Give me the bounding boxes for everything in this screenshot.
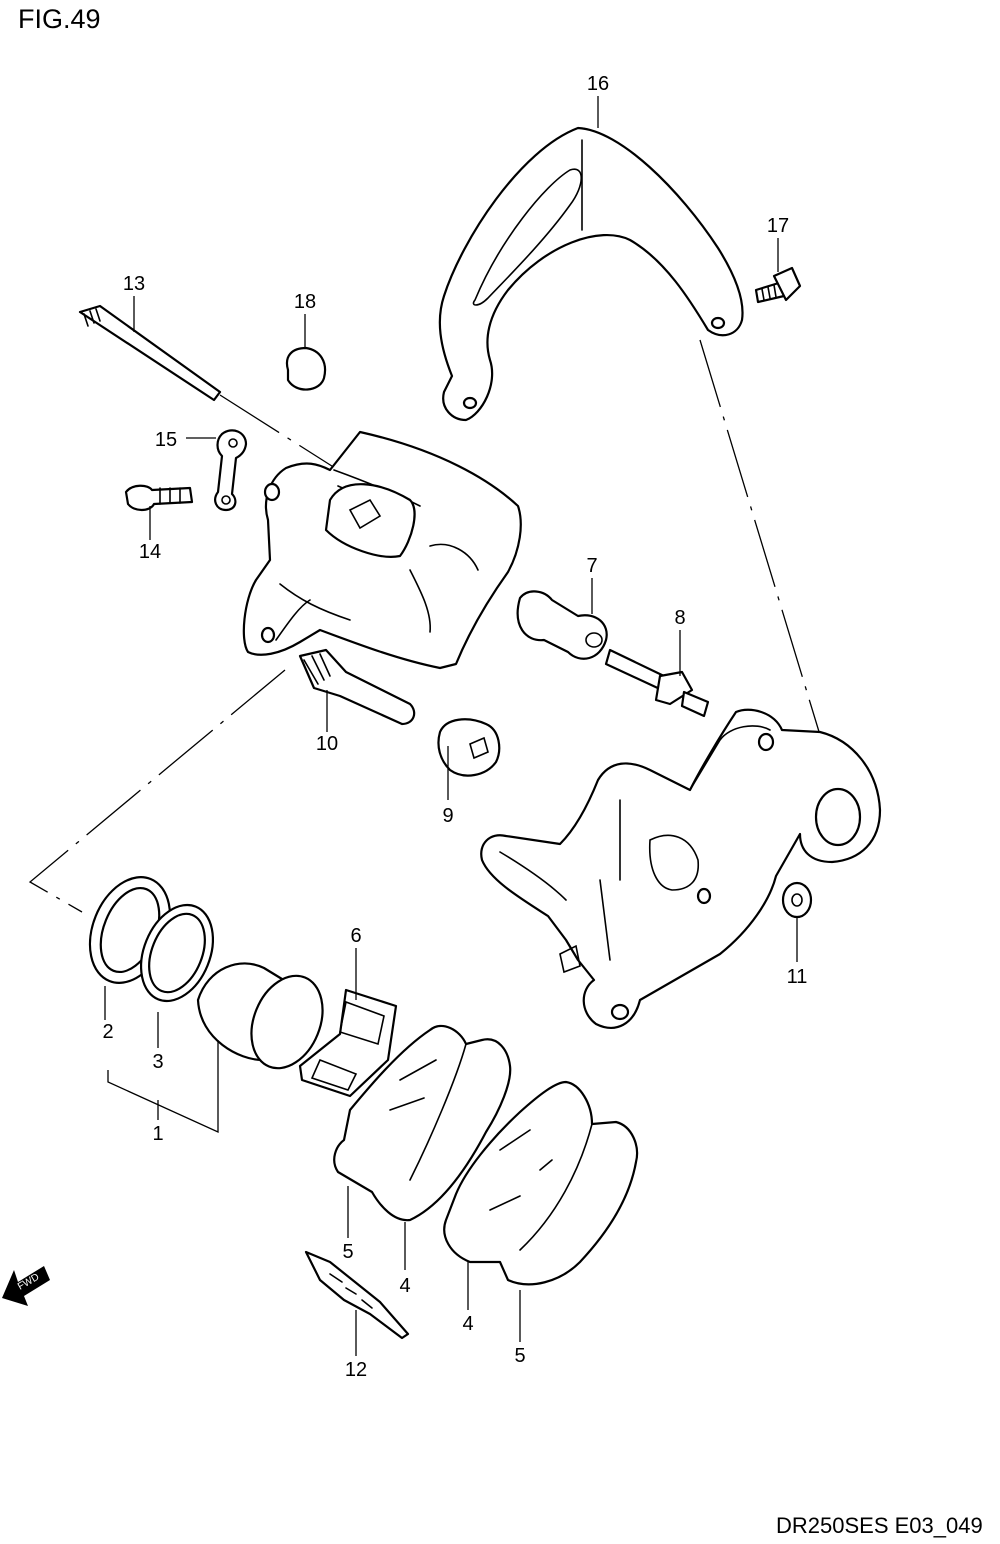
callout-5a: 5 [342, 1241, 353, 1263]
figure-code: DR250SES E03_049 [776, 1513, 983, 1538]
caliper-body [242, 430, 522, 670]
callout-13: 13 [123, 273, 145, 295]
callout-10: 10 [316, 733, 338, 755]
callouts: 16 17 13 18 15 14 7 8 10 9 11 6 2 3 1 5 … [102, 73, 807, 1381]
callout-12: 12 [345, 1359, 367, 1381]
part-13-pin [78, 304, 222, 402]
callout-3: 3 [152, 1051, 163, 1073]
callout-11: 11 [787, 966, 808, 988]
callout-4b: 4 [462, 1313, 473, 1335]
part-7-sleeve [516, 590, 608, 660]
figure-title: FIG.49 [18, 4, 101, 34]
callout-15: 15 [155, 429, 177, 451]
part-14-bleeder-valve [124, 484, 194, 512]
callout-9: 9 [442, 805, 453, 827]
part-9-boot [437, 718, 501, 777]
part-15-clip [214, 429, 248, 512]
pad-set-outer [443, 1080, 639, 1286]
part-8-bolt [604, 648, 710, 718]
callout-14: 14 [139, 541, 161, 563]
part-12-spring [304, 1250, 410, 1340]
part-16-bracket [438, 126, 744, 422]
callout-17: 17 [767, 215, 789, 237]
fwd-arrow-icon: FWD [2, 1266, 50, 1306]
callout-2: 2 [102, 1021, 113, 1043]
callout-1: 1 [152, 1123, 163, 1145]
part-6-shim [298, 988, 398, 1098]
callout-5b: 5 [514, 1345, 525, 1367]
callout-7: 7 [586, 555, 597, 577]
callout-4a: 4 [399, 1275, 410, 1297]
leader-lines [104, 96, 798, 1356]
part-10-slide-pin [298, 648, 416, 726]
part-1-piston [196, 962, 324, 1070]
callout-18: 18 [294, 291, 316, 313]
pad-set-inner [333, 1024, 512, 1222]
callout-16: 16 [587, 73, 609, 95]
callout-6: 6 [350, 925, 361, 947]
callout-8: 8 [674, 607, 685, 629]
part-17-bolt [754, 266, 802, 304]
part-18-cap [285, 346, 327, 391]
part-11-washer [781, 881, 813, 919]
part-3-seal [140, 903, 214, 1003]
caliper-bracket [480, 708, 882, 1029]
assembly-lines [28, 339, 821, 913]
